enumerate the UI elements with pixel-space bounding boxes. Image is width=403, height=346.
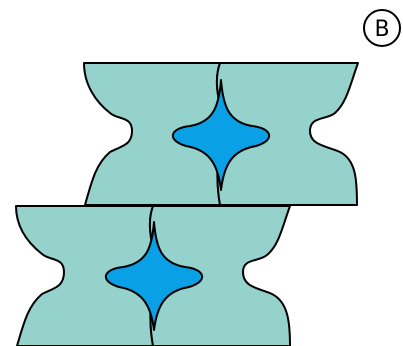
figure-label-badge: B <box>364 10 400 46</box>
badge-letter: B <box>374 17 389 42</box>
